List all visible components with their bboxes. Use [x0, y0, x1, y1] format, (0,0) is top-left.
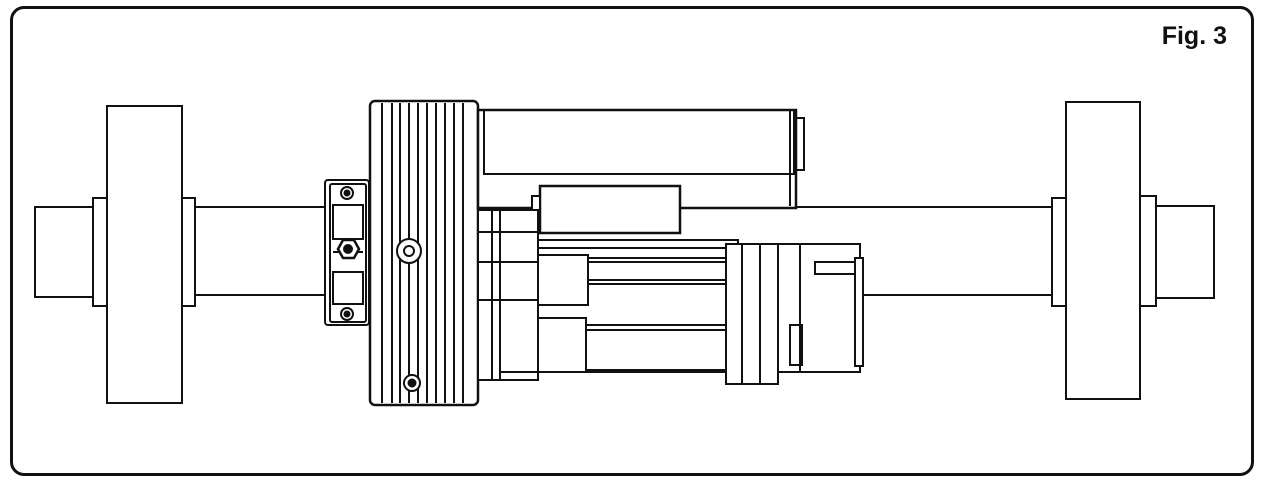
motor-body	[478, 210, 740, 380]
axle-shaft	[195, 207, 1052, 295]
bolt-icon	[341, 187, 353, 199]
left-wheel-flange	[182, 198, 195, 306]
right-wheel	[1066, 102, 1140, 399]
right-wheel-flange	[1052, 198, 1066, 306]
junction-box	[540, 186, 680, 233]
clamp-bracket	[325, 180, 369, 325]
end-bracket	[726, 244, 863, 384]
finned-housing	[370, 101, 478, 405]
bolt-icon	[341, 308, 353, 320]
left-shaft-end	[35, 198, 107, 306]
figure-label: Fig. 3	[1161, 22, 1227, 50]
left-wheel	[107, 106, 182, 403]
right-shaft-end	[1140, 196, 1214, 306]
shaft-hub-icon	[397, 239, 421, 263]
